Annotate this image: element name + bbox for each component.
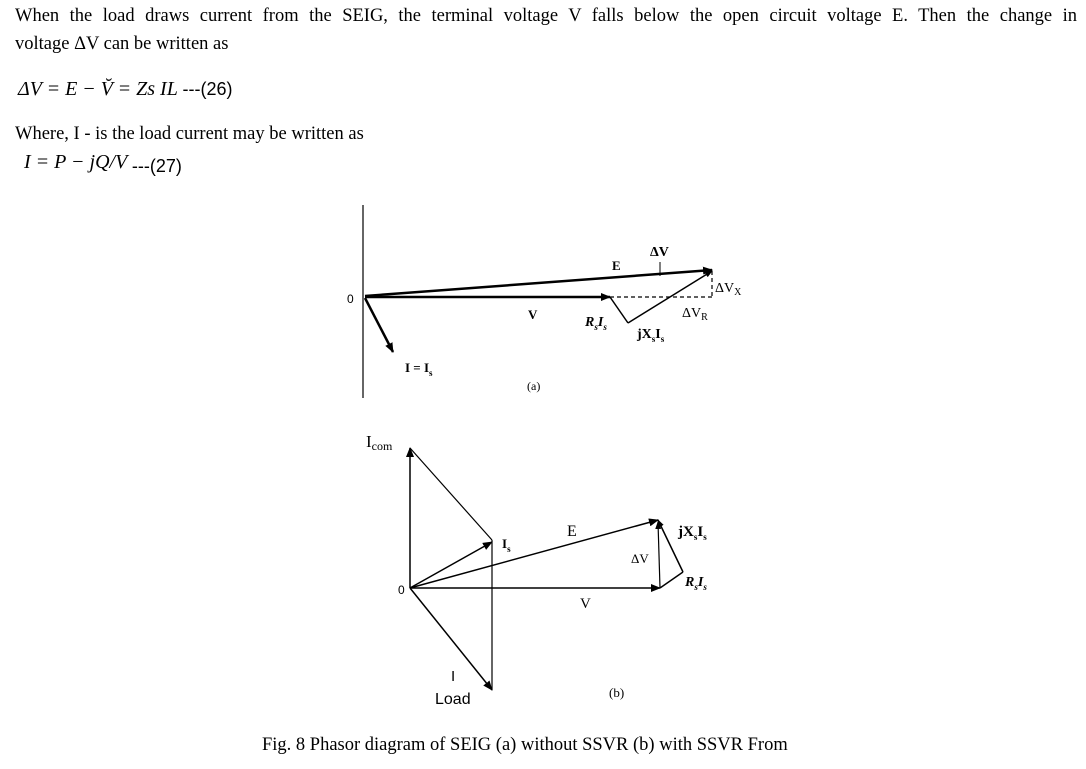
paragraph-voltage-drop: When the load draws current from the SEI… (15, 2, 1077, 58)
equation-26-expression: ΔV = E − V̆ = Zs IL (18, 78, 178, 100)
label-b-Is: Is (502, 536, 511, 554)
label-b-jXI: jXsIs (677, 524, 707, 542)
label-a-E: E (612, 258, 621, 273)
phasor-a-I (363, 297, 395, 353)
construction-line-b-Icom (409, 447, 493, 541)
label-a-origin: 0 (347, 292, 354, 306)
paragraph-line-1: When the load draws current from the SEI… (15, 6, 1077, 26)
label-a-panel: (a) (527, 379, 540, 393)
diagram-b: Icom 0 Is E jXsIs ΔV RsIs V I Load (b) (366, 432, 707, 708)
label-b-load: Load (435, 691, 471, 708)
label-a-RI: RsIs (584, 315, 607, 332)
phasor-b-Iload (409, 587, 493, 691)
label-a-V: V (528, 307, 538, 322)
phasor-a-E (364, 266, 713, 298)
label-b-RI: RsIs (684, 575, 707, 592)
paragraph-load-current: Where, I - is the load current may be wr… (15, 124, 364, 144)
label-b-V: V (580, 596, 591, 612)
label-b-origin: 0 (398, 583, 405, 597)
label-b-panel: (b) (609, 685, 624, 700)
label-a-dVx: ΔVX (715, 281, 742, 298)
phasor-b-E (409, 518, 659, 589)
diagram-a: 0 E ΔV ΔVX ΔVR V RsIs jXsIs I = Is (a) (347, 205, 742, 398)
paragraph-line-2: voltage ΔV can be written as (15, 34, 229, 54)
label-b-I: I (451, 668, 455, 685)
equation-27-expression: I = P − jQ/V (24, 151, 127, 173)
phasor-b-Is (409, 541, 493, 589)
phasor-a-RI (609, 296, 629, 324)
equation-27: I = P − jQ/V ---(27) (24, 151, 182, 176)
label-b-icom: Icom (366, 432, 393, 453)
label-a-jXI: jXsIs (636, 327, 665, 344)
equation-27-number: ---(27) (131, 156, 182, 176)
phasor-b-jXI (657, 519, 684, 573)
label-a-dVr: ΔVR (682, 306, 708, 323)
phasor-b-RI (659, 571, 684, 589)
figure-caption: Fig. 8 Phasor diagram of SEIG (a) withou… (262, 735, 788, 755)
equation-26-number: ---(26) (182, 79, 233, 99)
label-a-dV: ΔV (650, 245, 669, 260)
phasor-b-dV (655, 521, 662, 589)
equation-26: ΔV = E − V̆ = Zs IL ---(26) (18, 78, 232, 101)
label-b-dV: ΔV (631, 551, 649, 566)
label-b-E: E (567, 523, 577, 540)
label-a-I: I = Is (405, 360, 433, 378)
